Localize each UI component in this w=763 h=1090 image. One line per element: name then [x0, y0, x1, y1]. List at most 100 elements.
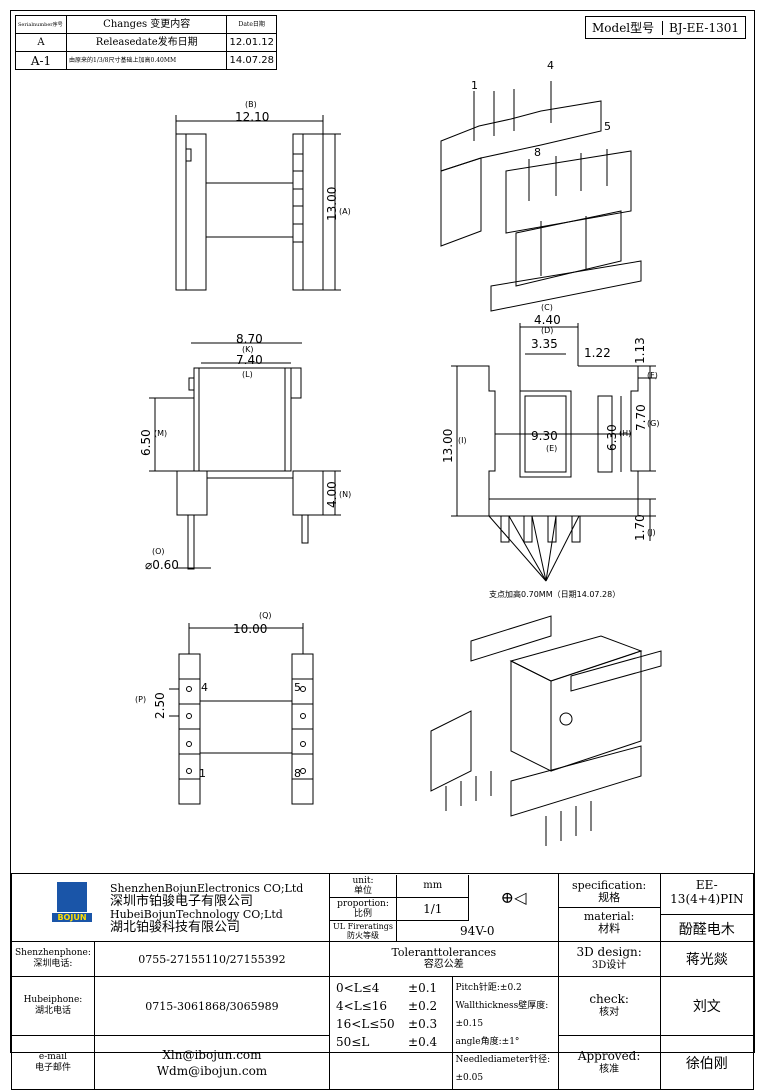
dim-q: 10.00	[233, 622, 268, 636]
check-label-cell: check: 核对	[557, 975, 661, 1037]
check-value: 刘文	[659, 975, 755, 1037]
email-cn: 电子邮件	[34, 1062, 71, 1073]
pin-label-1: 1	[199, 767, 206, 780]
dim-tag-a: (A)	[339, 207, 351, 216]
dim-m: 6.50	[139, 429, 153, 456]
dim-tag-p: (P)	[135, 695, 147, 704]
dim-tag-m: (M)	[154, 429, 168, 438]
dim-tag-b: (B)	[245, 100, 257, 109]
dim-n: 4.00	[325, 481, 339, 508]
dim-p: 2.50	[153, 692, 167, 719]
spec-value: EE-13(4+4)PIN	[670, 878, 744, 906]
technical-drawing	[149, 81, 662, 846]
tol-value: ±0.2	[408, 999, 438, 1013]
tolerance-cn: 容忍公差	[423, 959, 464, 970]
rev-serial: A-1	[15, 51, 67, 70]
spec-cn: 规格	[598, 891, 621, 904]
dim-tag-g: (G)	[647, 419, 660, 428]
dim-j: 1.70	[633, 514, 647, 541]
dim-tag-n: (N)	[339, 490, 352, 499]
iso-pin-4: 4	[547, 59, 554, 72]
ul-value: 94V-0	[460, 923, 495, 938]
dim-c: 4.40	[534, 313, 561, 327]
tolerance-title: Toleranttolerances	[391, 946, 497, 959]
company-cn-1: 深圳市铂骏电子有限公司	[110, 893, 254, 909]
hb-phone-label-cell: Hubeiphone: 湖北电话	[11, 975, 95, 1037]
tolerance-cell: 0<L≤4±0.1 4<L≤16±0.2 16<L≤50±0.3 50≤L±0.…	[329, 976, 559, 1090]
sz-phone: 0755-27155110/27155392	[93, 941, 331, 977]
company-en-2: HubeiBojunTechnology CO;Ltd	[110, 907, 283, 921]
dim-h: 6.30	[605, 424, 619, 451]
dim-g: 7.70	[634, 404, 648, 431]
design-cn: 3D设计	[591, 960, 627, 971]
ul-label: UL Fireratings	[333, 921, 394, 931]
pin-label-4: 4	[201, 681, 208, 694]
email-2: Wdm@ibojun.com	[156, 1063, 268, 1078]
sz-phone-label-cell: Shenzhenphone: 深圳电话:	[11, 941, 95, 977]
sz-phone-label: Shenzhenphone:	[15, 948, 91, 958]
front-view	[175, 115, 341, 291]
dim-tag-l: (L)	[242, 370, 253, 379]
flange-right	[292, 133, 324, 291]
tol-range: 4<L≤16	[336, 999, 387, 1013]
email-label: e-mail	[38, 1051, 67, 1062]
material-label: material:	[558, 907, 660, 923]
proportion-cn: 比例	[354, 908, 373, 919]
drawing-sheet: Serialnumber序号 Changes 变更内容 Date日期 A Rel…	[10, 10, 755, 1090]
sz-phone-cn: 深圳电话:	[33, 959, 73, 969]
tol-value: ±0.4	[408, 1035, 438, 1049]
tol-note: Wallthickness壁厚度:±0.15	[455, 1001, 549, 1029]
dim-tag-j: (J)	[647, 528, 656, 537]
spec-value-cell: EE-13(4+4)PIN 酚醛电木	[659, 873, 755, 942]
pin-label-5: 5	[294, 681, 301, 694]
isometric-view-bottom	[430, 615, 662, 846]
model-value: BJ-EE-1301	[661, 21, 739, 35]
email-1: Xln@ibojun.com	[162, 1047, 262, 1062]
revision-table: Serialnumber序号 Changes 变更内容 Date日期 A Rel…	[15, 15, 277, 70]
units-cell: unit: 单位 mm ⊕◁ proportion: 比例 1/1	[329, 873, 559, 942]
company-cn-2: 湖北铂骏科技有限公司	[110, 919, 241, 935]
side-view	[149, 342, 341, 570]
approved-label-cell: Approved: 核准	[557, 1035, 661, 1090]
dim-tag-o: (O)	[152, 547, 165, 556]
tol-note: Pitch针距:±0.2	[455, 983, 522, 993]
logo-text: BOJUN	[52, 913, 92, 922]
dim-tag-i: (I)	[458, 436, 467, 445]
dim-e: 9.30	[531, 429, 558, 443]
title-block: BOJUN ShenzhenBojunElectronics CO;Ltd 深圳…	[10, 873, 755, 1090]
dim-tag-d: (D)	[541, 326, 554, 335]
tolerance-ranges: 0<L≤4±0.1 4<L≤16±0.2 16<L≤50±0.3 50≤L±0.…	[330, 977, 453, 1089]
spec-label: specification:	[571, 879, 647, 892]
hb-phone-cn: 湖北电话	[34, 1006, 71, 1017]
approved-value: 徐伯刚	[659, 1035, 755, 1090]
tol-range: 50≤L	[336, 1035, 370, 1049]
unit-value: mm	[396, 874, 470, 898]
tolerance-title-cell: Toleranttolerances 容忍公差	[329, 941, 559, 977]
dim-f: 1.13	[633, 337, 647, 364]
dim-front-height: 13.00	[325, 186, 339, 221]
projection-symbol: ⊕◁	[500, 887, 527, 907]
dim-tag-k: (K)	[242, 345, 254, 354]
spec-label-cell: specification: 规格 material: 材料	[557, 873, 661, 942]
bojun-logo: BOJUN	[52, 882, 92, 922]
tol-value: ±0.1	[408, 981, 438, 995]
design-label: 3D design:	[576, 945, 642, 959]
tol-range: 0<L≤4	[336, 981, 380, 995]
unit-cn: 单位	[354, 885, 373, 896]
approved-label: Approved:	[577, 1048, 641, 1063]
logo-icon	[57, 882, 87, 912]
material-value: 酚醛电木	[660, 914, 753, 937]
rev-date: 14.07.28	[226, 51, 277, 70]
tolerance-notes: Pitch针距:±0.2 Wallthickness壁厚度:±0.15 angl…	[453, 977, 558, 1089]
check-label: check:	[589, 992, 629, 1007]
iso-pin-8: 8	[534, 146, 541, 159]
dim-l: 7.40	[236, 353, 263, 367]
unit-label: unit:	[352, 875, 374, 886]
material-cn: 材料	[598, 922, 621, 935]
email-label-cell: e-mail 电子邮件	[11, 1035, 95, 1090]
proportion-value: 1/1	[396, 897, 470, 921]
company-en-1: ShenzhenBojunElectronics CO;Ltd	[110, 881, 304, 895]
dim-d: 3.35	[531, 337, 558, 351]
dim-i: 13.00	[441, 428, 455, 463]
dim-o: ⌀0.60	[145, 558, 179, 572]
